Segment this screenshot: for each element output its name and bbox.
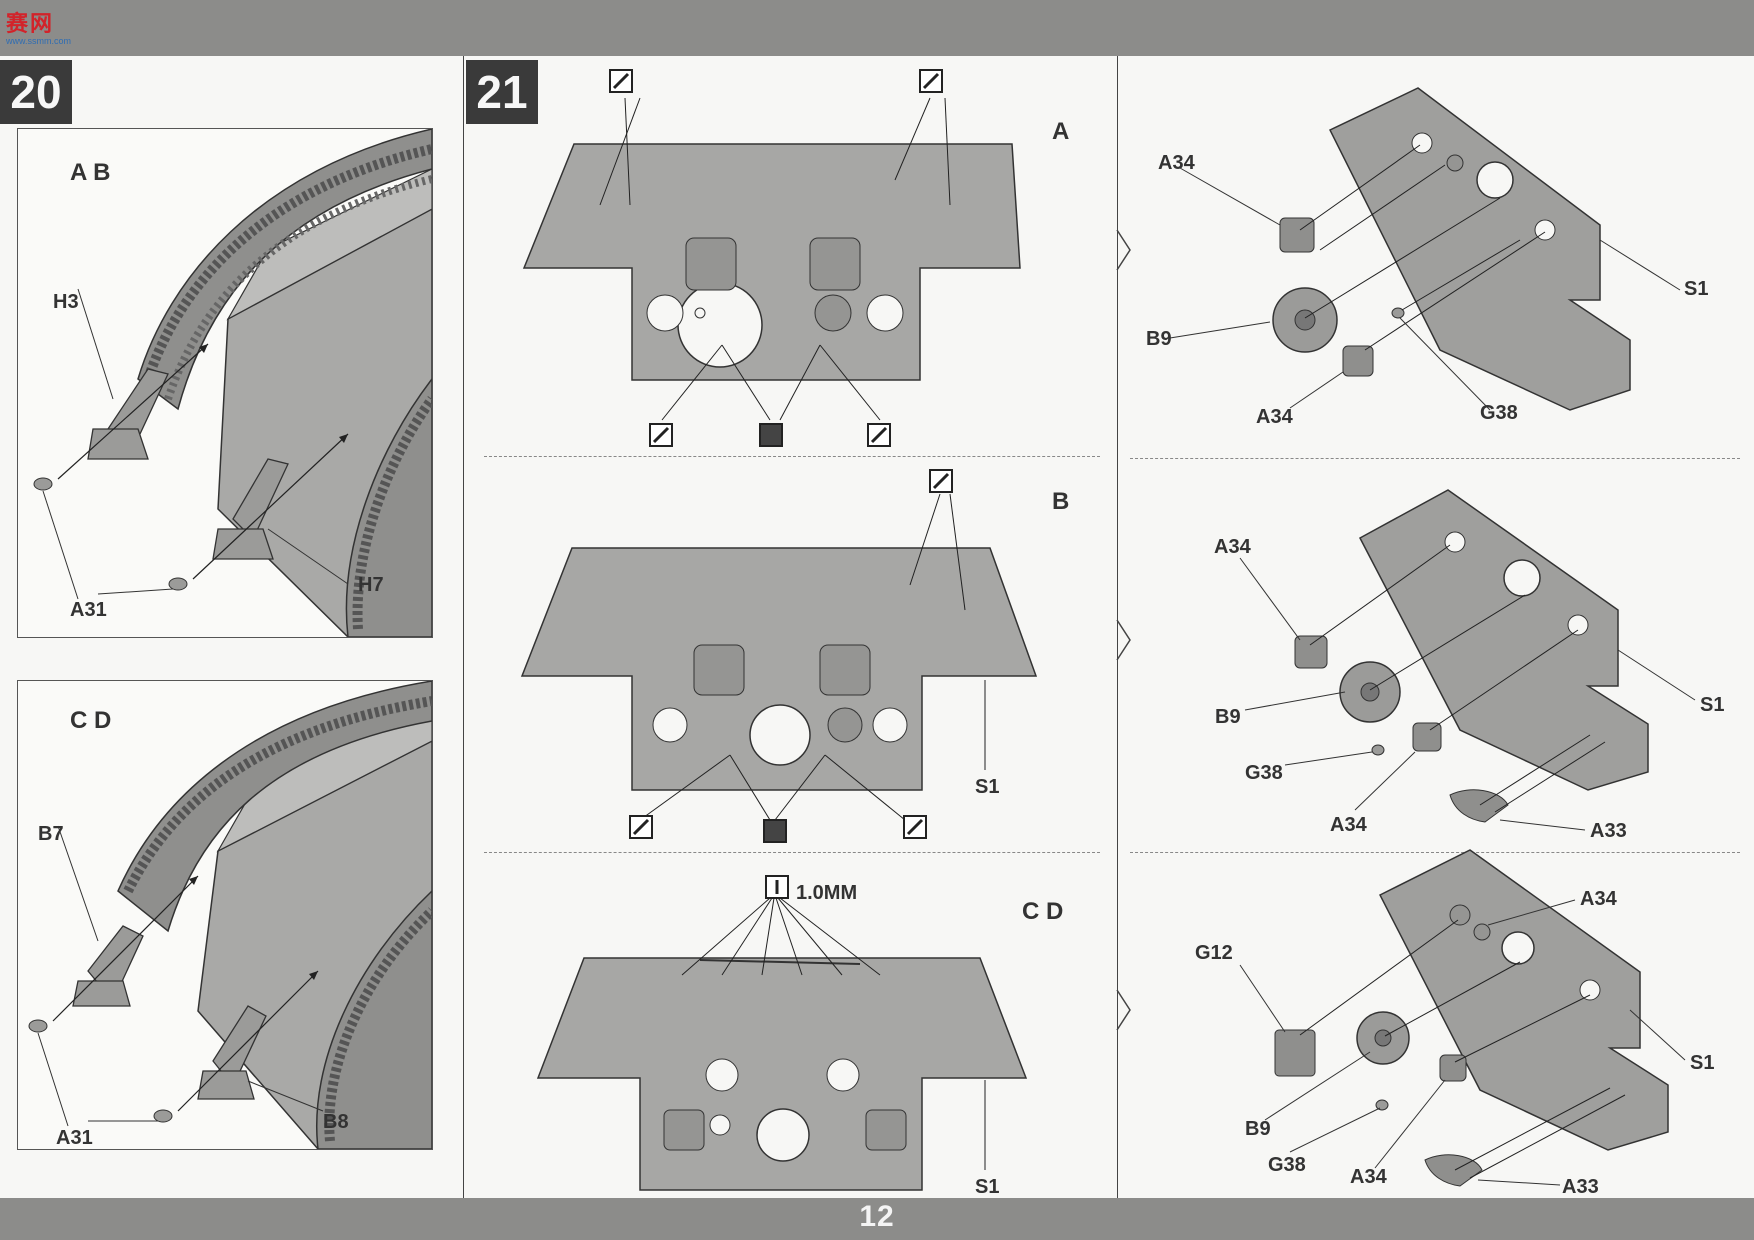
panel-label: C D: [70, 707, 112, 734]
drill-size: 1.0MM: [796, 882, 858, 904]
row-separator: [1130, 852, 1740, 853]
row-separator: [484, 456, 1100, 457]
part-label: A31: [70, 599, 107, 621]
step-20-badge: 20: [0, 60, 72, 124]
part-label: B9: [1215, 706, 1241, 728]
part-label: B9: [1245, 1118, 1271, 1140]
top-band: [0, 0, 1754, 56]
part-label: A33: [1590, 820, 1627, 842]
part-label: A34: [1158, 152, 1195, 174]
row-separator: [484, 852, 1100, 853]
part-label: A33: [1562, 1176, 1599, 1198]
part-label: A34: [1580, 888, 1617, 910]
logo-primary-text: 赛网: [6, 12, 55, 37]
part-label: S1: [1684, 278, 1709, 300]
watermark-logo: 赛网 www.ssmm.com: [6, 6, 86, 46]
row-separator: [1130, 458, 1740, 459]
part-label: B7: [38, 823, 64, 845]
page-number: 12: [859, 1200, 895, 1233]
part-label: S1: [1700, 694, 1725, 716]
column-divider: [1117, 56, 1118, 1198]
bottom-band: [0, 1198, 1754, 1240]
row-label: B: [1052, 488, 1070, 515]
part-label: A34: [1256, 406, 1293, 428]
row-label: C D: [1022, 898, 1064, 925]
part-label: G38: [1245, 762, 1283, 784]
step-20-panel-ab: A B H3 A31 H7: [17, 128, 433, 638]
part-label: B9: [1146, 328, 1172, 350]
part-label: G38: [1480, 402, 1518, 424]
part-label: S1: [975, 776, 1000, 798]
part-label: G12: [1195, 942, 1233, 964]
part-label: B8: [323, 1111, 349, 1133]
part-label: S1: [975, 1176, 1000, 1198]
hull-rear-illustration-ab: [33, 129, 432, 637]
part-label: H7: [358, 574, 384, 596]
hull-rear-illustration-cd: [28, 681, 432, 1149]
panel-label: A B: [70, 159, 111, 186]
part-label: S1: [1690, 1052, 1715, 1074]
part-label: G38: [1268, 1154, 1306, 1176]
part-label: H3: [53, 291, 79, 313]
part-label: A34: [1350, 1166, 1387, 1188]
logo-secondary-text: www.ssmm.com: [6, 36, 71, 46]
step-divider: [463, 56, 464, 1198]
part-label: A34: [1214, 536, 1251, 558]
step-20-panel-cd: C D B7 A31 B8: [17, 680, 433, 1150]
part-label: A34: [1330, 814, 1367, 836]
row-label: A: [1052, 118, 1070, 145]
part-label: A31: [56, 1127, 93, 1149]
step-21-badge: 21: [466, 60, 538, 124]
